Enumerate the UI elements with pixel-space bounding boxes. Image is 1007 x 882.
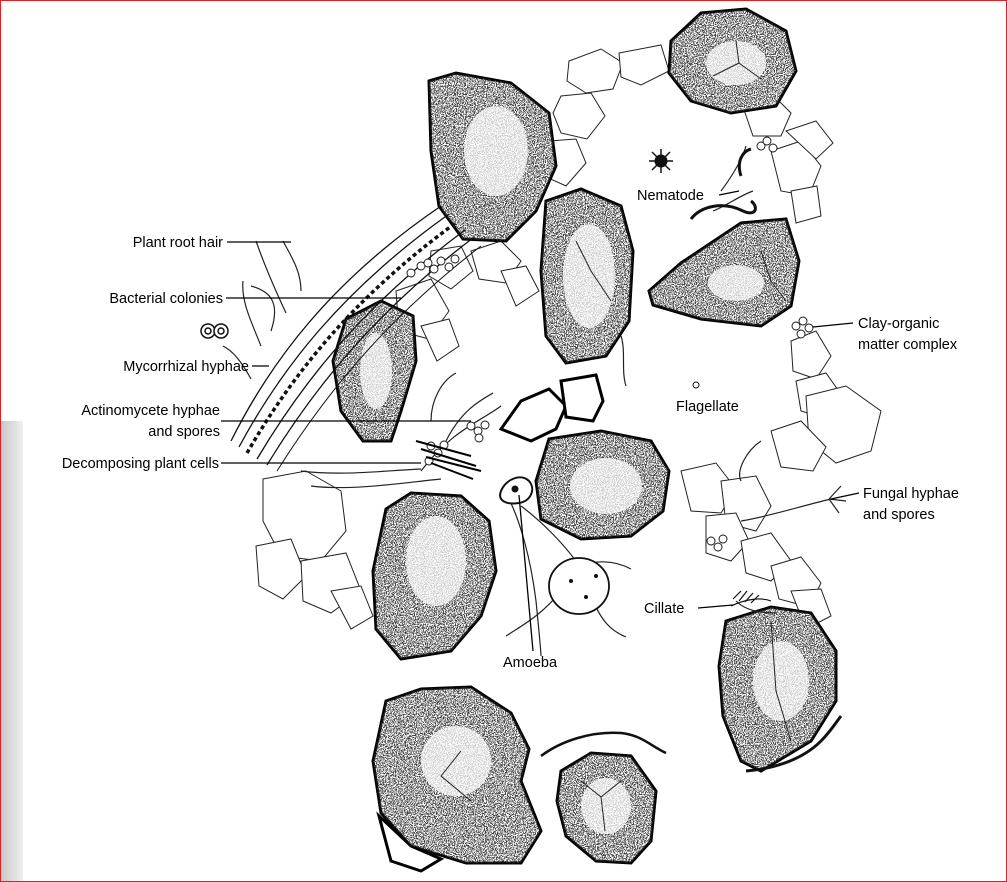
- leader-nematode: [719, 191, 739, 195]
- leader-fungal-hyphae: [831, 493, 859, 499]
- leader-amoeba: [519, 495, 533, 651]
- cillate-shape: [731, 591, 771, 606]
- label-clay-organic-line1: Clay-organic: [858, 316, 939, 332]
- label-bacterial-colonies: Bacterial colonies: [109, 291, 223, 307]
- flagellate-shape: [693, 382, 699, 388]
- aggregate-small-1: [501, 389, 566, 441]
- aggregate-small-2: [561, 375, 603, 421]
- label-actinomycete-line2: and spores: [148, 424, 220, 440]
- star-protozoan: [649, 149, 673, 173]
- mycorrhizal-spores: [201, 324, 228, 338]
- label-nematode: Nematode: [637, 188, 704, 204]
- amoeba-shape: [500, 477, 532, 503]
- label-fungal-line1: Fungal hyphae: [863, 486, 959, 502]
- leader-clay-organic: [813, 323, 853, 327]
- label-fungal-line2: and spores: [863, 507, 935, 523]
- label-clay-organic-line2: matter complex: [858, 337, 958, 353]
- label-flagellate: Flagellate: [676, 399, 739, 415]
- label-actinomycete-line1: Actinomycete hyphae: [81, 403, 220, 419]
- label-cillate: Cillate: [644, 601, 684, 617]
- label-decomposing-plant-cells: Decomposing plant cells: [62, 456, 219, 472]
- label-mycorrhizal-hyphae: Mycorrhizal hyphae: [123, 359, 249, 375]
- label-plant-root-hair: Plant root hair: [133, 235, 223, 251]
- label-amoeba: Amoeba: [503, 655, 558, 671]
- leader-cillate: [698, 605, 733, 608]
- mite-shape: [549, 558, 609, 614]
- nematode-shape-2: [739, 149, 751, 176]
